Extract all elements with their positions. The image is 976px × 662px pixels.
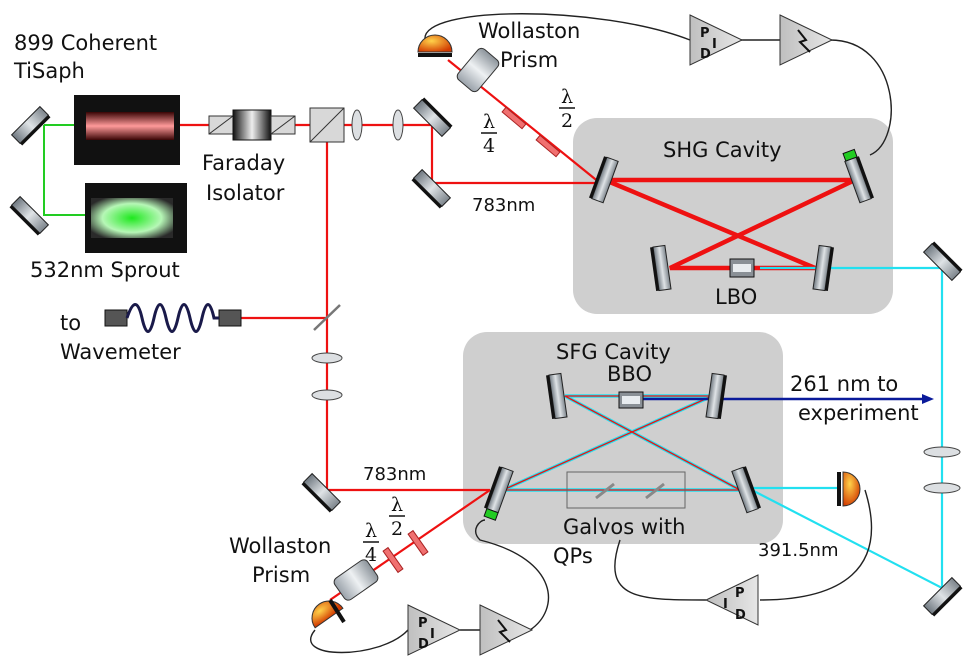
photodetector-uv [837,471,861,507]
mirror-uv-top [922,241,963,282]
svg-text:D: D [700,47,711,62]
wavemeter-fiber [104,303,242,333]
sfg-title: SFG Cavity [556,340,671,364]
svg-text:I: I [712,37,717,52]
lockbox-top [779,14,834,66]
sfg-curved-right [705,372,727,420]
wollaston-top-line1: Wollaston [478,19,580,43]
uv-391-beam [747,266,944,590]
laser-title-line2: TiSaph [13,59,85,83]
svg-text:D: D [735,608,746,623]
lens-uv-1 [923,446,961,458]
waveplate-half-bottom [407,529,429,557]
shg-curved-left [650,244,672,292]
shg-curved-right [812,244,834,292]
lockbox-bottom [479,604,534,656]
waveplate-quarter-top [501,106,527,130]
tisaph-laser [74,95,180,165]
mirror-bottom-left [301,472,342,513]
wavemeter-label-line2: Wavemeter [60,340,181,364]
wp-half-top-den: 2 [561,110,573,132]
faraday-isolator [208,109,296,141]
bbo-crystal [618,391,644,409]
signal-cables [310,13,892,654]
output-label-line2: experiment [798,401,919,425]
shg-title: SHG Cavity [663,138,782,162]
lens-top-2 [392,109,404,141]
lens-vertical-2 [311,389,343,401]
sfg-curved-left [546,372,568,420]
sprout-pump-laser [85,183,187,253]
galvos-label-line2: QPs [553,544,593,568]
wollaston-top-line2: Prism [500,48,558,72]
shg-input-mirror [589,156,619,204]
wp-quarter-bot-den: 4 [365,544,377,566]
photodetector-bottom [311,598,346,629]
sprout-label: 532nm Sprout [30,258,180,282]
wavelength-bottom-label: 783nm [363,464,426,485]
waveplate-quarter-bottom [382,546,404,574]
laser-title-line1: 899 Coherent [14,31,157,55]
wollaston-prism-top [456,47,500,93]
pdi-sfg: P I D [704,574,759,626]
mirror-top-down [411,168,452,209]
wp-quarter-bot-num: λ [365,520,377,542]
wp-half-top-num: λ [561,86,573,108]
wollaston-bot-line1: Wollaston [229,534,331,558]
lbo-crystal [729,258,755,278]
photodetector-top [417,34,453,57]
lens-vertical-1 [311,352,343,364]
pdi-bottom: P I D [407,604,462,656]
output-label-line1: 261 nm to [790,372,898,396]
svg-text:I: I [430,627,435,642]
galvo-box [566,471,686,509]
wavelength-uv-label: 391.5nm [758,540,838,561]
wavelength-top-label: 783nm [472,195,535,216]
wp-quarter-top-num: λ [483,111,495,133]
polarizing-beam-splitter [309,107,345,143]
svg-text:I: I [723,597,728,612]
svg-text:D: D [418,637,429,652]
wollaston-bot-line2: Prism [252,563,310,587]
shg-piezo-mirror [842,148,874,204]
mirror-laser-top [10,105,51,146]
sfg-bowtie-beam [502,394,741,492]
wollaston-prism-bottom [333,559,379,601]
mirror-uv-bottom [922,576,963,617]
faraday-label-line2: Isolator [206,181,285,205]
lens-top-1 [351,109,363,141]
sfg-input-mirror [483,466,514,521]
mirror-laser-bottom [9,195,50,236]
faraday-label-line1: Faraday [202,151,285,175]
pickoff-window [313,304,341,331]
svg-text:P: P [700,26,710,41]
shg-bowtie-beam [604,177,856,271]
lbo-label: LBO [715,285,757,309]
galvos-label-line1: Galvos with [563,515,685,539]
svg-text:P: P [735,586,745,601]
waveplate-half-top [535,134,561,158]
mirror-top-right [412,97,453,138]
uv-261-output-beam [640,394,934,404]
sfg-output-mirror [731,466,761,514]
pdi-top: P I D [689,14,744,66]
wp-half-bot-num: λ [391,494,403,516]
wp-quarter-top-den: 4 [483,135,495,157]
svg-text:P: P [418,616,428,631]
wp-half-bot-den: 2 [391,518,403,540]
wavemeter-label-line1: to [60,311,81,335]
lens-uv-2 [923,482,961,494]
bbo-label: BBO [607,362,652,386]
